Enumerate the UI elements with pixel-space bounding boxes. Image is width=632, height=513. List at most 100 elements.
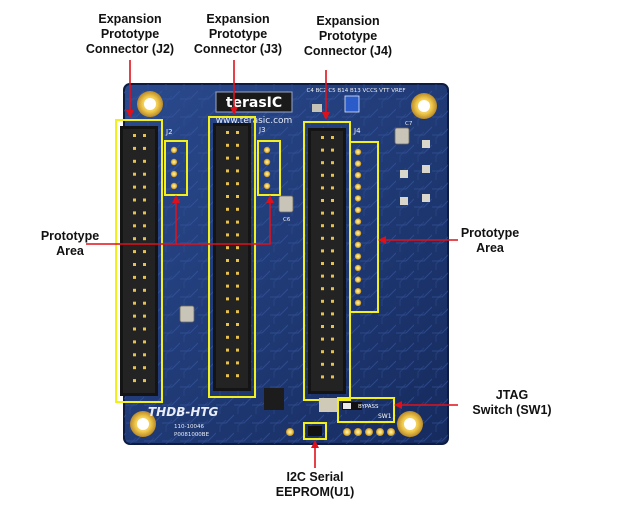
header-pin [133,327,136,331]
header-pin [133,314,136,318]
header-pin [331,249,334,253]
header-pin [133,198,136,202]
header-pin [143,250,146,254]
header-pin [236,195,239,198]
header-pin [331,224,334,228]
callout-prototype-area-left: Prototype Area [40,229,100,258]
header-pin [236,182,239,186]
header-pin [226,131,229,134]
header-pin [331,262,334,265]
header-pin [133,263,136,266]
header-pin [226,143,229,147]
eeprom-u1 [286,422,327,440]
header-pin [133,340,136,344]
callout-j3: Expansion Prototype Connector (J3) [193,12,283,56]
header-pin [321,337,324,341]
header-pin [143,314,146,318]
header-pin [143,366,146,370]
header-pin [143,379,146,383]
header-pin [331,325,334,328]
header-pin [236,297,239,301]
callout-j4: Expansion Prototype Connector (J4) [303,14,393,58]
header-pin [143,159,146,163]
header-pin [226,195,229,198]
prototype-area-j3 [257,140,281,196]
header-pin [226,348,229,352]
prototype-pad [354,172,362,179]
header-pin [236,348,239,352]
header-pin [226,323,229,326]
header-pin [236,156,239,160]
header-pin [321,312,324,316]
smd-bottom [319,398,339,412]
header-pin [133,159,136,163]
smd-right-2 [422,165,430,173]
header-pin [143,301,146,305]
header-pin [331,199,334,202]
header-pin [331,161,334,165]
prototype-pad [354,288,362,295]
arrow-j4 [322,70,330,120]
header-pin [331,211,334,215]
header-pin [226,169,229,173]
prototype-pad [263,182,271,190]
header-pin [226,207,229,211]
capacitor-left [179,305,195,323]
smd-right-5 [400,197,408,205]
ref-c7: C7 [405,121,413,127]
header-pin [133,185,136,189]
header-pin [143,198,146,202]
header-pin [143,172,146,176]
header-pin [226,156,229,160]
header-pin [143,146,146,150]
arrow-jtag [394,401,458,409]
callout-prototype-area-right: Prototype Area [460,226,520,255]
header-pin [133,146,136,150]
header-pin [331,236,334,240]
board-name: THDB-HTG [148,405,219,419]
bypass-label: BYPASS [358,404,379,410]
header-pin [143,340,146,344]
prototype-pad [354,195,362,202]
prototype-pad [263,170,271,178]
header-pin [331,362,334,366]
prototype-pad [354,148,362,156]
header-pin [331,287,334,291]
header-pin [133,211,136,215]
smd-right-4 [422,194,430,202]
prototype-pad [263,146,271,154]
header-pin [321,274,324,278]
part-number-1: 110-10046 [174,424,204,430]
part-number-2: P0081000BE [174,432,210,438]
header-pin [331,136,334,139]
header-pin [226,310,229,314]
header-pin [321,199,324,202]
sw1-label: SW1 [378,413,392,420]
prototype-pad [354,160,362,167]
header-pin [226,233,229,237]
pcb-board [123,83,449,445]
prototype-pad [354,183,362,190]
header-pin [236,259,239,262]
header-pin [321,136,324,139]
header-pin [331,148,334,152]
header-pin [236,220,239,224]
arrow-proto-left [86,195,274,245]
connector-j2-pins [133,134,146,383]
jtag-switch-sw1: BYPASS SW1 [337,397,395,423]
header-pin [321,362,324,366]
header-pin [133,224,136,228]
header-pin [143,224,146,228]
header-pin [133,301,136,305]
prototype-pad [354,241,362,248]
prototype-pad [354,230,362,237]
header-pin [331,173,334,177]
logo-text: terasIC [226,95,282,111]
arrow-j3 [230,60,238,115]
header-pin [236,233,239,237]
header-pin [321,325,324,328]
top-chip [344,95,360,113]
header-pin [133,172,136,176]
header-pin [143,288,146,292]
header-pin [321,262,324,265]
